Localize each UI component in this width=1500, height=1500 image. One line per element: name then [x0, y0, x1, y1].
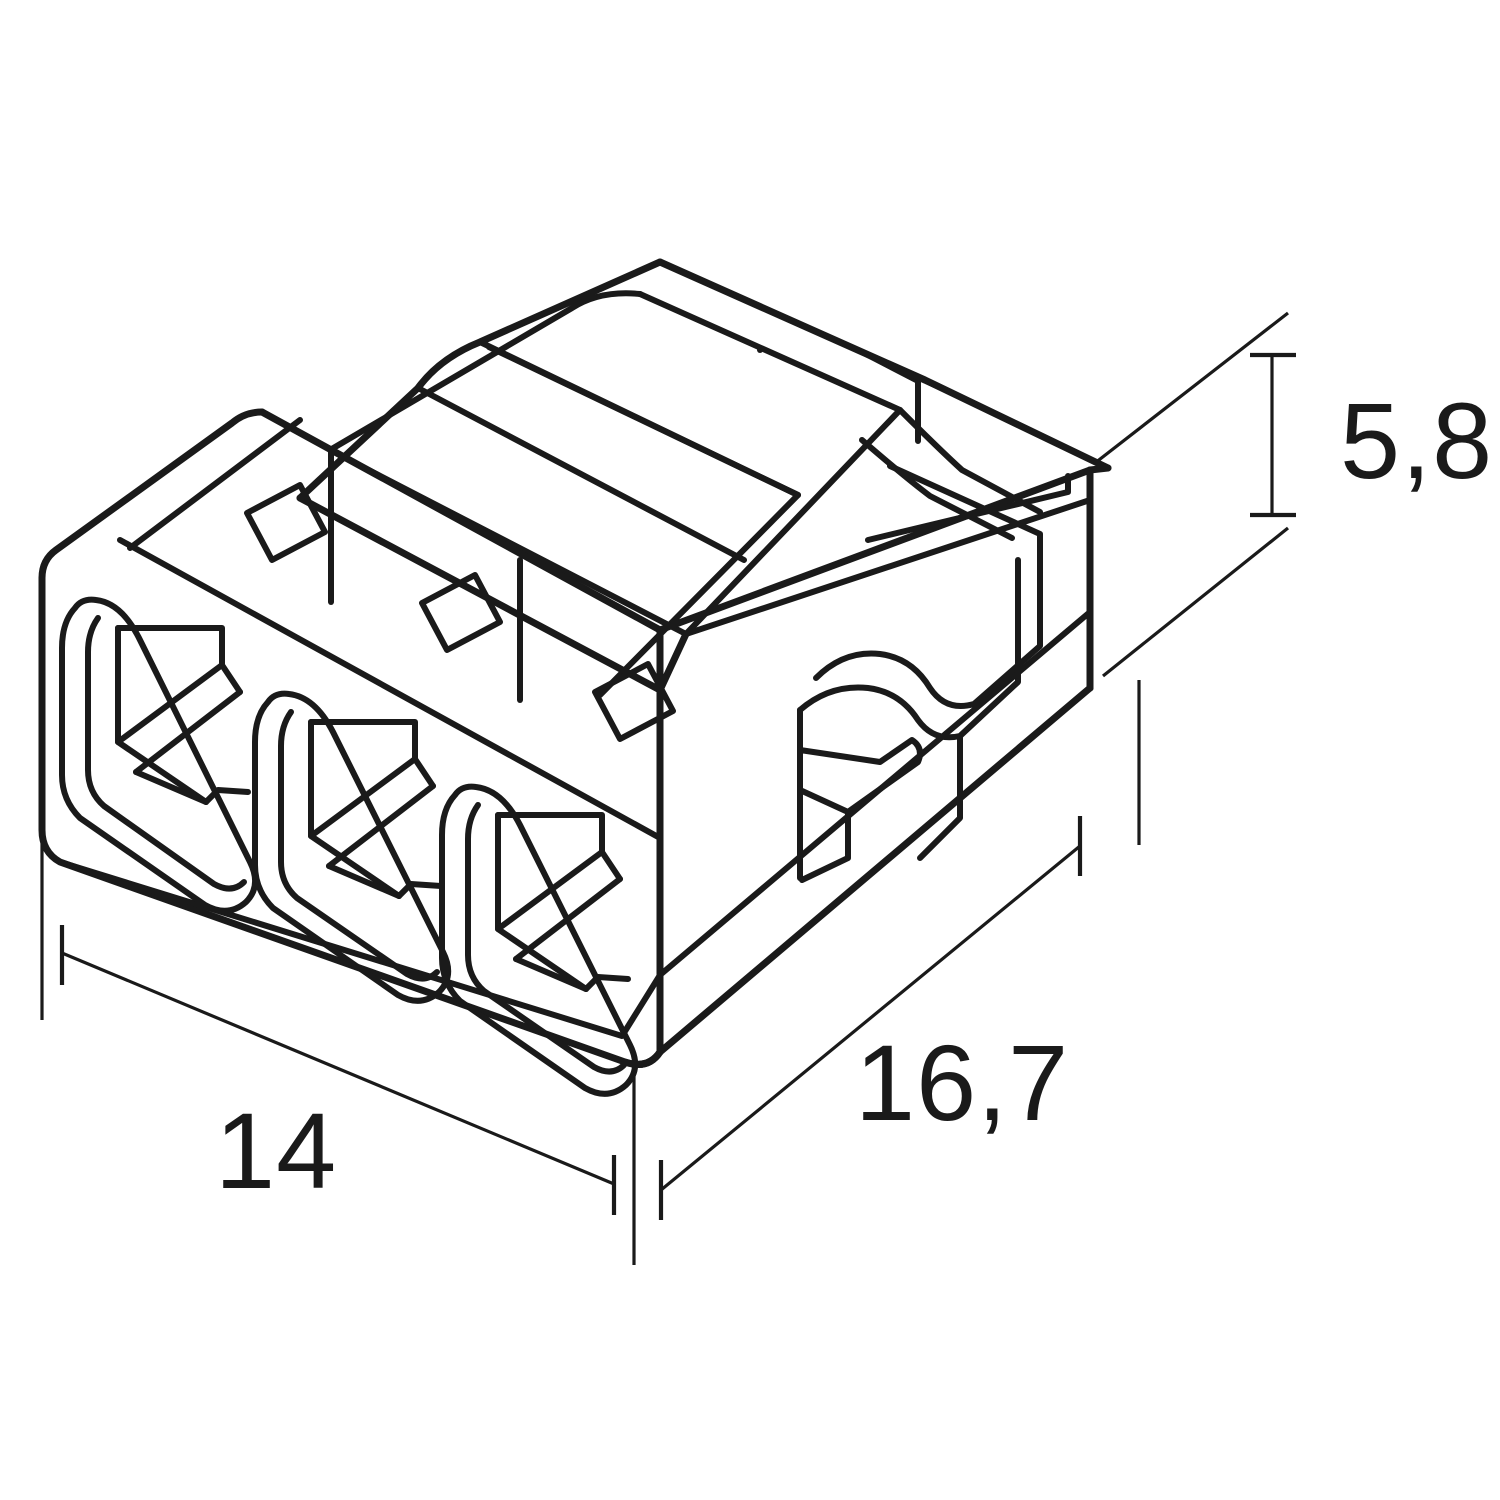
front-rim-bottom-edge [117, 537, 663, 841]
top-grid-transverse-2 [683, 407, 903, 637]
wire-port-2 [252, 690, 452, 1004]
lid-parting-line-left [327, 290, 643, 453]
side-window-outline [813, 463, 1043, 709]
port-3-clamp-diag-2 [513, 876, 623, 962]
port-1-clamp-bottom [133, 769, 209, 805]
lid-side-overhang-2 [859, 437, 1015, 541]
side-latch-stem [799, 809, 851, 883]
port-3-clamp-diag-1 [495, 849, 605, 932]
side-rim-line [683, 497, 1093, 637]
side-window-inner [797, 557, 1021, 741]
port-1-clamp-tip [203, 787, 251, 805]
dimension-line [61, 951, 615, 1186]
bottom-corner-round [621, 1048, 664, 1068]
front-rim-top-left-round [38, 408, 266, 582]
port-2-clamp-top [308, 719, 436, 789]
front-rim-top-edge [258, 408, 664, 634]
test-slot-1 [244, 482, 328, 563]
top-grid-long-1 [477, 339, 801, 498]
extension-line-bottom [1102, 526, 1289, 678]
port-1-outer-opening [59, 596, 259, 914]
wire-port-1 [59, 596, 259, 914]
port-3-clamp-top [495, 812, 623, 882]
side-rim-detail [865, 473, 1071, 543]
port-2-clamp-bottom [326, 863, 402, 899]
lid-side-overhang [897, 407, 1043, 515]
port-2-inner-wall [278, 709, 440, 982]
port-3-clamp-tip [583, 974, 631, 992]
front-rim-inner-top [127, 417, 303, 551]
dimension-depth-167: 16,7 [658, 680, 1141, 1220]
port-1-clamp-diag-1 [115, 662, 225, 745]
port-2-outer-opening [252, 690, 452, 1004]
port-1-clamp-diag-2 [133, 689, 243, 775]
dimension-height-58: 5,8 [1094, 311, 1493, 678]
extension-line-top [1094, 311, 1289, 465]
front-face-bottom-band [57, 859, 663, 1039]
side-latch-arrow [797, 737, 923, 815]
port-2-clamp-tip [396, 881, 444, 899]
port-3-clamp-bottom [513, 956, 589, 992]
port-3-outer-opening [439, 783, 639, 1097]
side-face-bottom-edge [656, 684, 1094, 1056]
test-slot-2 [419, 572, 503, 653]
top-grid-transverse-1 [415, 385, 747, 563]
top-grid-transverse-3 [597, 492, 801, 698]
port-3-inner-wall [465, 802, 627, 1075]
dimension-label-height: 5,8 [1340, 380, 1493, 501]
dimension-label-width: 14 [215, 1090, 337, 1211]
port-2-clamp-diag-1 [308, 756, 418, 839]
dimension-label-depth: 16,7 [855, 1022, 1069, 1143]
side-window-right-edge [917, 733, 963, 861]
dimension-line [659, 844, 1082, 1192]
side-face-top-edge [656, 466, 1094, 634]
port-2-clamp-diag-2 [326, 783, 436, 869]
port-1-inner-wall [85, 615, 247, 892]
dimension-width-14: 14 [40, 835, 636, 1265]
lid-parting-line-right [637, 291, 903, 413]
test-slot-3 [592, 661, 676, 742]
connector-body [38, 258, 1112, 1097]
port-1-clamp-top [115, 625, 243, 695]
wire-port-3 [439, 783, 639, 1097]
body-silhouette-fill [42, 262, 1108, 1065]
lid-tab-edge [859, 349, 951, 394]
